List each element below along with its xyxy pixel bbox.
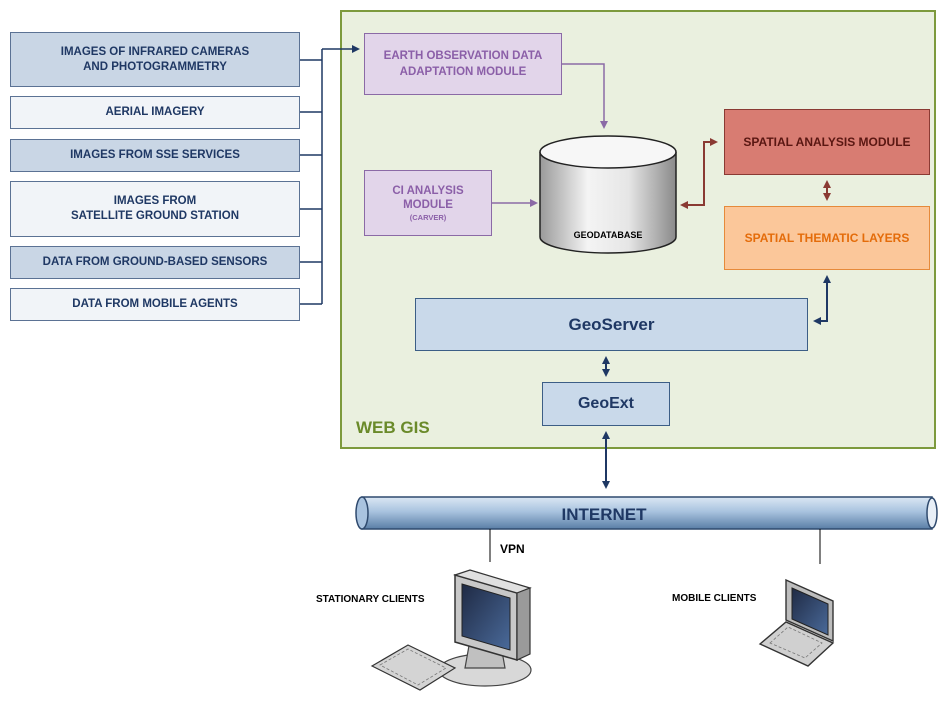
source-label: DATA FROM MOBILE AGENTS — [72, 298, 238, 310]
eo-module-line2: ADAPTATION MODULE — [399, 66, 527, 78]
vpn-label: VPN — [500, 542, 525, 556]
geodatabase-spatial-analysis-arrow — [680, 138, 718, 209]
spatial-analysis-label: SPATIAL ANALYSIS MODULE — [743, 135, 911, 149]
source-ground-sensors: DATA FROM GROUND-BASED SENSORS — [10, 246, 300, 279]
geoext-label: GeoExt — [577, 395, 634, 412]
eo-adaptation-module: EARTH OBSERVATION DATA ADAPTATION MODULE — [364, 33, 562, 95]
source-infrared-cameras: IMAGES OF INFRARED CAMERAS AND PHOTOGRAM… — [10, 32, 300, 87]
source-aerial-imagery: AERIAL IMAGERY — [10, 96, 300, 129]
geodatabase-cylinder — [539, 135, 677, 254]
source-label: IMAGES FROM SSE SERVICES — [70, 149, 240, 161]
geoserver-box: GeoServer — [415, 298, 808, 351]
ci-module-line1: CI ANALYSIS — [392, 184, 464, 197]
desktop-computer-icon — [370, 569, 532, 691]
geoserver-label: GeoServer — [568, 314, 655, 334]
source-connectors — [300, 45, 360, 305]
ci-module-sub: (CARVER) — [409, 212, 447, 222]
geoext-box: GeoExt — [542, 382, 670, 426]
spatial-analysis-module: SPATIAL ANALYSIS MODULE — [724, 109, 930, 175]
source-mobile-agents: DATA FROM MOBILE AGENTS — [10, 288, 300, 321]
source-label: DATA FROM GROUND-BASED SENSORS — [42, 256, 268, 268]
source-satellite-ground-station: IMAGES FROM SATELLITE GROUND STATION — [10, 181, 300, 237]
eo-to-geodatabase-arrow — [562, 63, 608, 129]
laptop-icon — [758, 578, 835, 667]
mobile-clients-label: MOBILE CLIENTS — [672, 593, 757, 604]
ci-module-line2: MODULE — [403, 198, 453, 211]
ci-analysis-module: CI ANALYSIS MODULE (CARVER) — [364, 170, 492, 236]
eo-module-line1: EARTH OBSERVATION DATA — [383, 50, 543, 62]
thematic-layers-label: SPATIAL THEMATIC LAYERS — [744, 231, 910, 245]
source-label: IMAGES FROM SATELLITE GROUND STATION — [70, 195, 240, 222]
thematic-geoserver-arrow — [813, 275, 831, 325]
internet-label: INTERNET — [562, 505, 648, 524]
internet-pipe — [355, 496, 938, 530]
spatial-thematic-layers: SPATIAL THEMATIC LAYERS — [724, 206, 930, 270]
source-label: AERIAL IMAGERY — [105, 106, 205, 118]
source-sse-services: IMAGES FROM SSE SERVICES — [10, 139, 300, 172]
stationary-clients-label: STATIONARY CLIENTS — [316, 594, 425, 605]
geodatabase-label: GEODATABASE — [574, 230, 643, 240]
source-label: IMAGES OF INFRARED CAMERAS AND PHOTOGRAM… — [60, 45, 250, 73]
webgis-label: WEB GIS — [356, 418, 430, 437]
